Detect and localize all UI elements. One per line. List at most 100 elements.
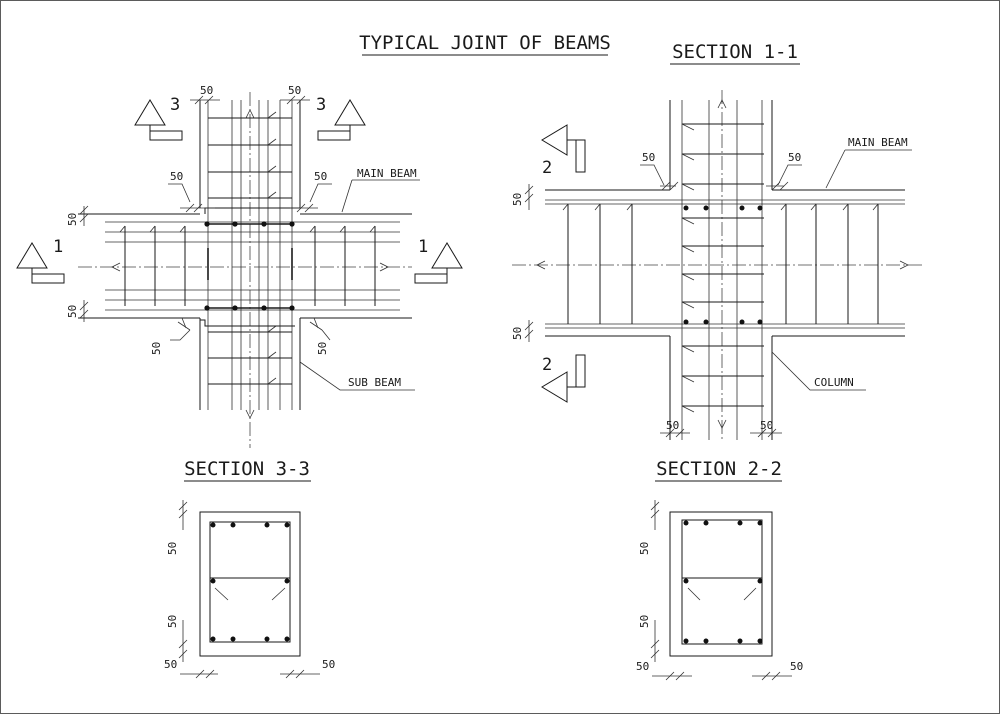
sub-beam-stirrup-hooks (267, 111, 277, 385)
s33-dim-left-top: 50 (166, 542, 179, 555)
s11-dim-bottom-left: 50 (666, 419, 679, 432)
sub-beam-label: SUB BEAM (348, 376, 401, 389)
joint-bar-dot (204, 305, 210, 311)
s33-bar (230, 522, 236, 528)
column-leader (771, 351, 866, 391)
plan-top-leaders (168, 183, 332, 203)
joint-bar-dot (289, 305, 295, 311)
s22-dim-left-top: 50 (638, 542, 651, 555)
marker-3-left-triangle (134, 99, 166, 126)
s33-bar (210, 522, 216, 528)
main-beam-bars (105, 221, 400, 311)
sub-beam-stirrups (208, 117, 292, 385)
s11-main-beam-leader (825, 149, 912, 189)
marker-2-bottom-number: 2 (542, 355, 552, 375)
marker-3-right-number: 3 (316, 95, 326, 115)
s33-outline (199, 511, 301, 657)
marker-2-bottom-arrow (567, 354, 586, 388)
s22-dim-bottom-right: 50 (790, 660, 803, 673)
s11-dim-left-top: 50 (511, 193, 524, 206)
section-1-1-title: SECTION 1-1 (672, 41, 798, 63)
sub-beam-leader (299, 361, 415, 391)
s11-left-dimension-lines (524, 184, 534, 342)
s33-bar (230, 636, 236, 642)
column-bars (681, 100, 763, 440)
section-1-1-view: 50 50 50 50 50 50 MAIN BEAM COLUMN 2 2 (511, 90, 925, 440)
main-beam-stirrups (124, 226, 376, 306)
s22-bar (757, 520, 763, 526)
marker-1-left-number: 1 (53, 237, 63, 257)
s33-bar (210, 636, 216, 642)
s22-bar (683, 578, 689, 584)
s22-bar (737, 520, 743, 526)
plan-dim-left-top: 50 (66, 213, 79, 226)
s33-bar (284, 636, 290, 642)
joint-bar-dot (204, 221, 210, 227)
column-tie-hooks (681, 123, 695, 413)
s11-dim-top-left: 50 (642, 151, 655, 164)
sub-beam-outline (199, 100, 301, 410)
marker-2-top-number: 2 (542, 158, 552, 178)
s11-beam-longitudinal-bars (545, 199, 905, 329)
s22-left-dimension-lines (650, 500, 660, 662)
plan-dim-bottom-right: 50 (316, 342, 329, 355)
s33-left-dimension-lines (178, 500, 188, 662)
marker-2-top-triangle (541, 124, 568, 156)
s22-bottom-dimension-lines (652, 671, 792, 681)
s22-dim-bottom-left: 50 (636, 660, 649, 673)
plan-left-dimension-lines (79, 205, 89, 322)
marker-1-left-triangle (16, 242, 48, 269)
s33-bar (264, 522, 270, 528)
plan-dim-left-bottom: 50 (66, 305, 79, 318)
plan-dim-bottom-left: 50 (150, 342, 163, 355)
marker-2-top-arrow (567, 139, 586, 173)
marker-2-bottom-triangle (541, 371, 568, 403)
s33-bar (210, 578, 216, 584)
s33-dim-bottom-left: 50 (164, 658, 177, 671)
s11-beam-outline (545, 189, 905, 337)
section-2-2-view: 50 50 50 50 (636, 500, 803, 681)
s11-bar-dot (757, 319, 763, 325)
s22-bar (683, 638, 689, 644)
plan-bottom-leaders (170, 317, 331, 341)
plan-top-dimension-lines (180, 95, 318, 213)
s22-hooks (687, 587, 757, 601)
s33-bar (284, 578, 290, 584)
main-beam-stirrup-hooks (119, 225, 376, 233)
plan-dim-mid-right: 50 (314, 170, 327, 183)
s11-dim-top-right: 50 (788, 151, 801, 164)
section-3-3-view: 50 50 50 50 (164, 500, 335, 679)
s33-stirrup (209, 521, 291, 643)
joint-bar-dot (289, 221, 295, 227)
joint-bar-dot (261, 221, 267, 227)
s11-bottom-dimension-lines (660, 428, 782, 438)
s11-bar-dot (703, 205, 709, 211)
marker-3-right-triangle (334, 99, 366, 126)
s11-bar-dot (739, 319, 745, 325)
main-beam-outline (78, 213, 412, 319)
s33-bar (264, 636, 270, 642)
s11-bar-dot (757, 205, 763, 211)
joint-bar-dot (232, 305, 238, 311)
marker-3-right-arrow (317, 125, 351, 141)
s11-beam-stirrup-hooks (562, 203, 879, 211)
column-outline (669, 100, 773, 440)
main-beam-leader (341, 179, 420, 213)
s11-bar-dot (739, 205, 745, 211)
drawing-title: TYPICAL JOINT OF BEAMS (359, 32, 611, 54)
s11-top-dimension-lines (640, 164, 802, 191)
s22-outline (669, 511, 773, 657)
marker-1-right-arrow (414, 268, 448, 284)
s11-main-beam-label: MAIN BEAM (848, 136, 908, 149)
s22-bar (683, 520, 689, 526)
plan-dim-top-left: 50 (200, 84, 213, 97)
column-label: COLUMN (814, 376, 854, 389)
marker-1-left-arrow (31, 268, 65, 284)
plan-view: 50 50 50 50 50 50 50 50 MAIN BEAM SUB BE… (16, 84, 463, 448)
marker-3-left-number: 3 (170, 95, 180, 115)
s11-axis-breaks (536, 99, 909, 429)
marker-1-right-triangle (431, 242, 463, 269)
plan-dim-mid-left: 50 (170, 170, 183, 183)
